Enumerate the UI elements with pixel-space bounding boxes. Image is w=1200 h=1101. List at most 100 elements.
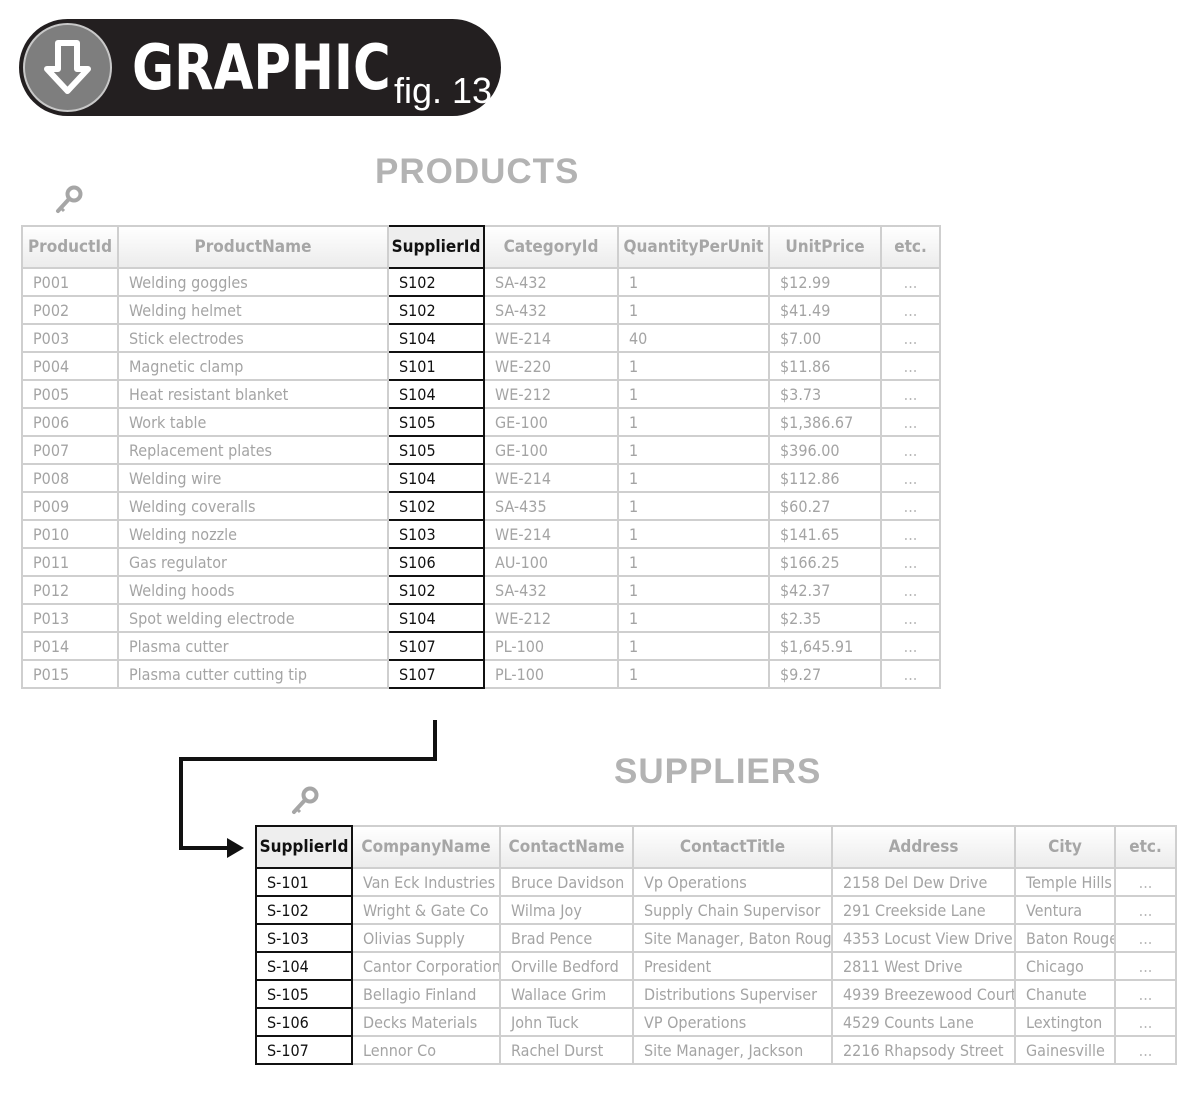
products-table-cell: Welding wire <box>117 463 389 493</box>
products-table-cell: SA-435 <box>483 491 619 521</box>
products-table-cell: 1 <box>617 407 770 437</box>
products-table-cell: Work table <box>117 407 389 437</box>
products-table-cell: WE-214 <box>483 323 619 353</box>
products-table-cell: Plasma cutter <box>117 631 389 661</box>
products-table-cell: P015 <box>21 659 119 689</box>
products-table-cell: 1 <box>617 435 770 465</box>
products-table-cell: 40 <box>617 323 770 353</box>
products-column-header: CategoryId <box>483 225 619 269</box>
suppliers-table-cell: ... <box>1114 895 1177 925</box>
products-column-header: etc. <box>880 225 941 269</box>
products-table-cell: 1 <box>617 575 770 605</box>
products-table-cell: 1 <box>617 631 770 661</box>
products-table-cell: P001 <box>21 267 119 297</box>
products-table-cell: $1,645.91 <box>768 631 882 661</box>
suppliers-table-cell: ... <box>1114 923 1177 953</box>
products-table-cell: ... <box>880 267 941 297</box>
products-table-cell: S106 <box>387 547 485 577</box>
suppliers-table-cell: S-107 <box>255 1035 353 1065</box>
products-table-cell: $7.00 <box>768 323 882 353</box>
products-table-cell: P004 <box>21 351 119 381</box>
products-table-cell: S105 <box>387 407 485 437</box>
products-table-cell: Stick electrodes <box>117 323 389 353</box>
products-table-cell: S101 <box>387 351 485 381</box>
products-table-cell: $41.49 <box>768 295 882 325</box>
suppliers-table-cell: Decks Materials <box>351 1007 501 1037</box>
suppliers-table-cell: Ventura <box>1014 895 1116 925</box>
suppliers-table-cell: Bruce Davidson <box>499 867 634 897</box>
products-table-cell: 1 <box>617 295 770 325</box>
products-table-cell: $396.00 <box>768 435 882 465</box>
suppliers-column-header: ContactTitle <box>632 825 833 869</box>
suppliers-column-header: ContactName <box>499 825 634 869</box>
products-table-cell: ... <box>880 603 941 633</box>
suppliers-table-cell: 4939 Breezewood Court <box>831 979 1016 1009</box>
products-table-cell: ... <box>880 631 941 661</box>
products-table-cell: WE-212 <box>483 603 619 633</box>
products-table-cell: S102 <box>387 575 485 605</box>
key-icon <box>56 185 83 213</box>
products-table-cell: S104 <box>387 323 485 353</box>
suppliers-table-cell: Site Manager, Baton Rouge <box>632 923 833 953</box>
products-table-cell: S104 <box>387 463 485 493</box>
products-table-cell: ... <box>880 379 941 409</box>
products-column-header: QuantityPerUnit <box>617 225 770 269</box>
products-table-cell: $60.27 <box>768 491 882 521</box>
products-table-cell: 1 <box>617 491 770 521</box>
products-table-cell: ... <box>880 323 941 353</box>
download-arrow-icon <box>23 23 112 112</box>
products-column-header: ProductId <box>21 225 119 269</box>
suppliers-table-cell: VP Operations <box>632 1007 833 1037</box>
products-table-cell: Welding hoods <box>117 575 389 605</box>
products-table-cell: Spot welding electrode <box>117 603 389 633</box>
products-table-cell: Welding coveralls <box>117 491 389 521</box>
products-table-cell: ... <box>880 659 941 689</box>
products-table-cell: S104 <box>387 603 485 633</box>
products-table-cell: PL-100 <box>483 659 619 689</box>
products-table-cell: ... <box>880 491 941 521</box>
products-table-cell: ... <box>880 463 941 493</box>
products-table-cell: ... <box>880 295 941 325</box>
suppliers-table-cell: Brad Pence <box>499 923 634 953</box>
badge-title: GRAPHIC <box>132 31 391 104</box>
products-table-cell: S103 <box>387 519 485 549</box>
products-table-cell: P002 <box>21 295 119 325</box>
products-column-header: ProductName <box>117 225 389 269</box>
products-table-cell: $3.73 <box>768 379 882 409</box>
suppliers-table-cell: S-105 <box>255 979 353 1009</box>
suppliers-table-cell: Gainesville <box>1014 1035 1116 1065</box>
suppliers-table-cell: ... <box>1114 1007 1177 1037</box>
products-table-cell: Welding nozzle <box>117 519 389 549</box>
products-table-cell: AU-100 <box>483 547 619 577</box>
products-table-cell: P013 <box>21 603 119 633</box>
suppliers-column-header: City <box>1014 825 1116 869</box>
suppliers-table-cell: 291 Creekside Lane <box>831 895 1016 925</box>
products-table-cell: S102 <box>387 295 485 325</box>
suppliers-table-cell: John Tuck <box>499 1007 634 1037</box>
suppliers-table-cell: S-102 <box>255 895 353 925</box>
suppliers-table-cell: 2158 Del Dew Drive <box>831 867 1016 897</box>
products-table-cell: WE-212 <box>483 379 619 409</box>
suppliers-table-cell: 2216 Rhapsody Street <box>831 1035 1016 1065</box>
products-table-cell: S104 <box>387 379 485 409</box>
products-table-cell: P010 <box>21 519 119 549</box>
products-table-cell: $1,386.67 <box>768 407 882 437</box>
suppliers-column-header: CompanyName <box>351 825 501 869</box>
products-title: PRODUCTS <box>375 152 580 191</box>
suppliers-column-header: Address <box>831 825 1016 869</box>
products-table-cell: S102 <box>387 267 485 297</box>
products-table-cell: $166.25 <box>768 547 882 577</box>
products-table-cell: 1 <box>617 267 770 297</box>
